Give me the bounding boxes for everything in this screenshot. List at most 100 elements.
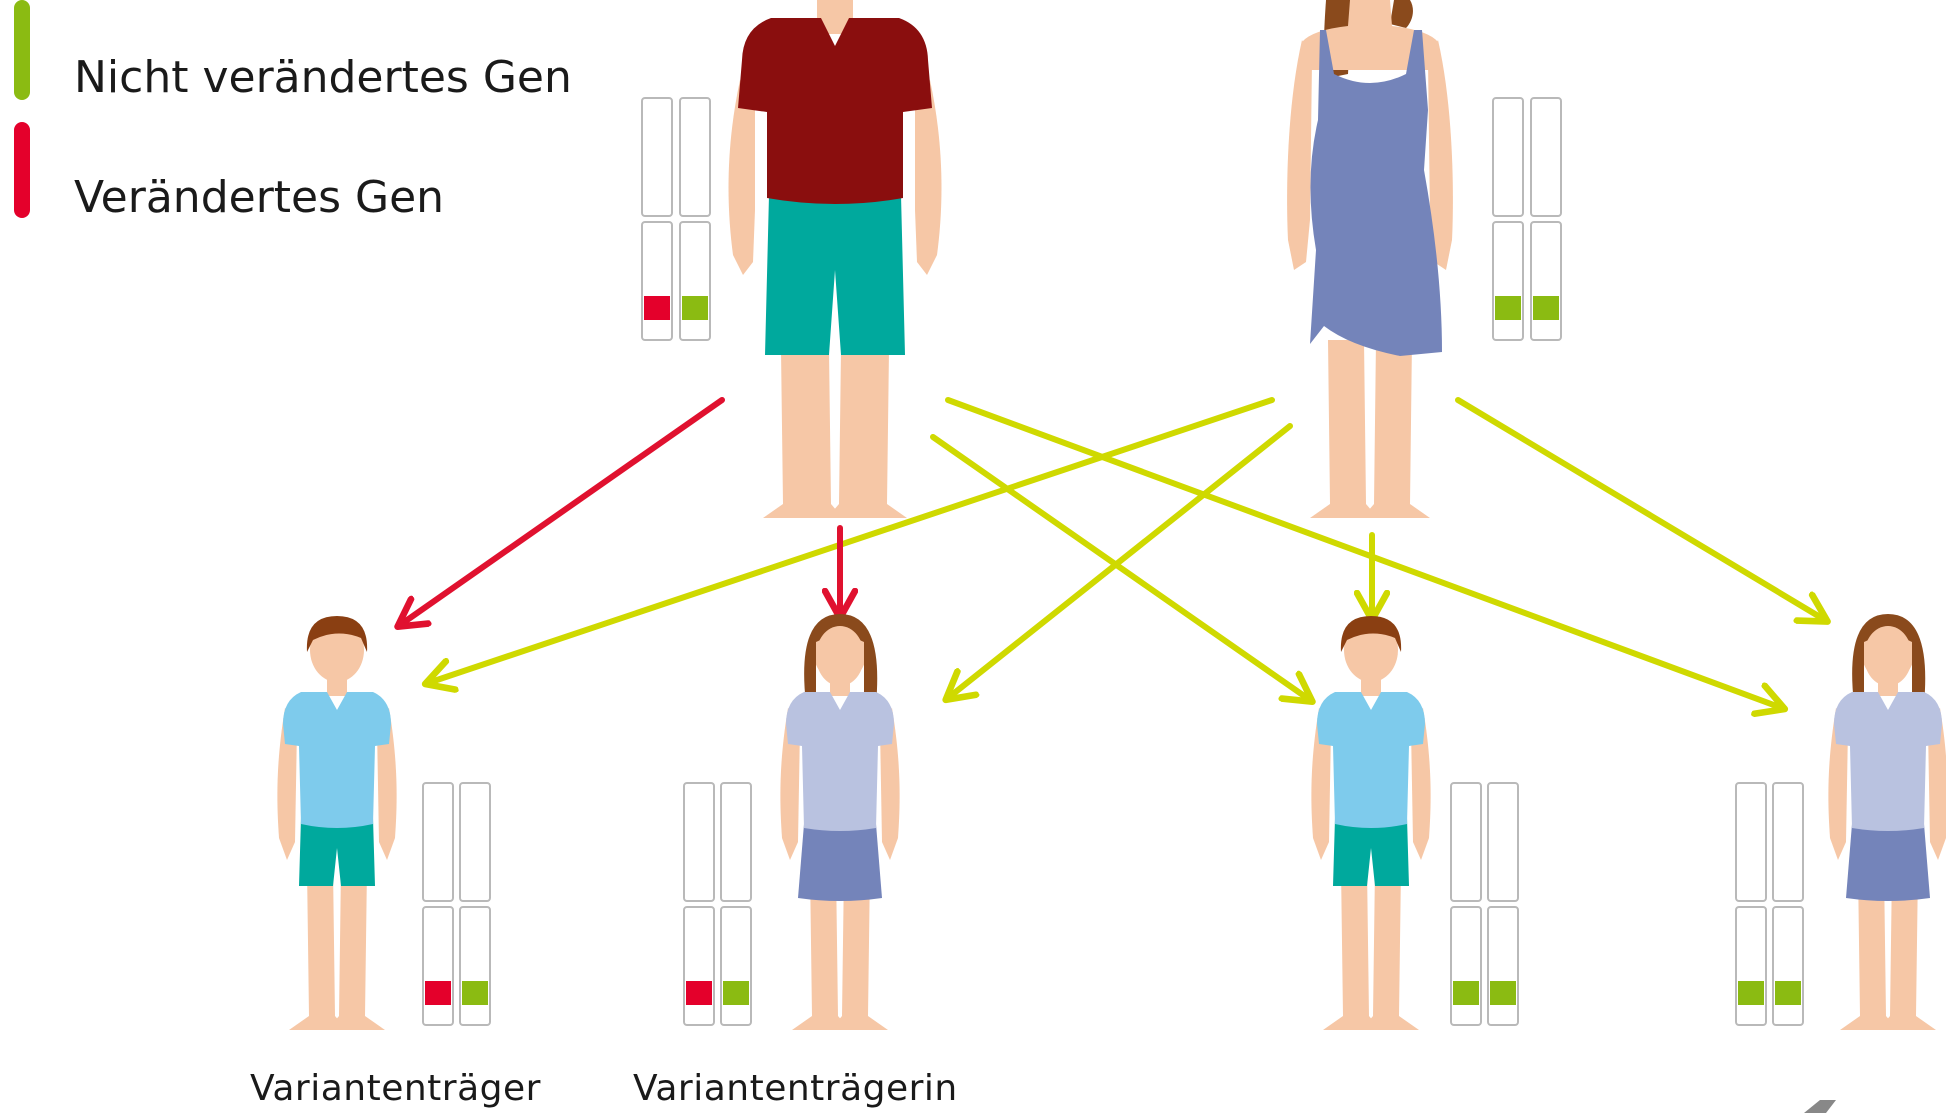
child1-chromosome-1-upper-arm: [422, 782, 454, 902]
left-leg: [1310, 340, 1378, 518]
child2-face: [816, 626, 864, 686]
arrow-mother-to-child2: [948, 423, 1293, 698]
child4-chromosome-pair: [1735, 782, 1804, 1026]
child3-chromosome-2-upper-arm: [1487, 782, 1519, 902]
right-leg: [1362, 340, 1430, 518]
father-left-arm: [728, 80, 755, 275]
chromosome-pairs: [422, 97, 1804, 1026]
child2-chromosome-pair: [683, 782, 752, 1026]
child4-shirt: [1834, 692, 1942, 831]
child3-shorts: [1333, 818, 1409, 886]
child2-shirt: [786, 692, 894, 831]
child2-chromosome-1-lower-arm: [683, 906, 715, 1026]
child1-chromosome-1-lower-arm: [422, 906, 454, 1026]
child1-chromosome-pair: [422, 782, 491, 1026]
child1-figure: [277, 616, 397, 1030]
arrow-father-to-child4: [945, 397, 1782, 708]
child4-left-arm: [1828, 708, 1848, 860]
child4-skirt: [1846, 824, 1930, 901]
mother-chromosome-2-lower-arm: [1530, 221, 1562, 341]
child4-right-arm: [1928, 708, 1946, 860]
child3-figure: [1311, 616, 1431, 1030]
mother-gene-1-normal: [1495, 296, 1521, 320]
child2-skirt: [798, 824, 882, 901]
child3-right-arm: [1411, 708, 1431, 860]
logo-fragment: [1804, 1100, 1836, 1113]
child3-chromosome-pair: [1450, 782, 1519, 1026]
child4-figure: [1828, 614, 1946, 1030]
legend-normal-label: Nicht verändertes Gen: [74, 52, 572, 103]
mother-dress: [1310, 30, 1442, 356]
child2-gene-1-altered: [686, 981, 712, 1005]
child2-chromosome-2-lower-arm: [720, 906, 752, 1026]
child1-hair: [306, 616, 368, 652]
father-figure: [728, 0, 942, 518]
left-leg: [289, 868, 347, 1030]
child1-right-arm: [377, 708, 397, 860]
arrow-father-to-child1: [400, 397, 725, 625]
mother-chromosome-1-upper-arm: [1492, 97, 1524, 217]
left-leg: [792, 868, 850, 1030]
child3-gene-2-normal: [1490, 981, 1516, 1005]
father-chromosome-1-upper-arm: [641, 97, 673, 217]
left-leg: [1323, 868, 1381, 1030]
mother-right-arm: [1428, 40, 1453, 270]
right-leg: [830, 868, 888, 1030]
father-gene-2-normal: [682, 296, 708, 320]
arrow-father-to-child3: [930, 434, 1310, 700]
child2-right-arm: [880, 708, 900, 860]
child4-neck: [1878, 676, 1898, 696]
child2-neck: [830, 676, 850, 696]
child1-gene-1-altered: [425, 981, 451, 1005]
mother-hair-right: [1390, 0, 1413, 28]
legend-normal-swatch: [14, 0, 30, 100]
child4-gene-1-normal: [1738, 981, 1764, 1005]
child3-gene-1-normal: [1453, 981, 1479, 1005]
father-chromosome-2-upper-arm: [679, 97, 711, 217]
legend-altered-label: Verändertes Gen: [74, 172, 445, 223]
left-leg: [763, 350, 843, 518]
left-leg: [1840, 868, 1898, 1030]
child2-label: Variantenträgerin: [633, 1068, 958, 1109]
child1-chromosome-2-lower-arm: [459, 906, 491, 1026]
father-chromosome-2-lower-arm: [679, 221, 711, 341]
inheritance-arrows: [400, 397, 1825, 708]
child1-left-arm: [277, 708, 297, 860]
child2-chromosome-1-upper-arm: [683, 782, 715, 902]
child3-chromosome-1-lower-arm: [1450, 906, 1482, 1026]
father-shorts: [765, 195, 905, 355]
child1-neck: [327, 676, 347, 696]
child4-gene-2-normal: [1775, 981, 1801, 1005]
father-gene-1-altered: [644, 296, 670, 320]
mother-chromosome-pair: [1492, 97, 1562, 341]
mother-chromosome-2-upper-arm: [1530, 97, 1562, 217]
arrow-mother-to-child1: [428, 397, 1275, 683]
child2-figure: [780, 614, 900, 1030]
right-leg: [1361, 868, 1419, 1030]
mother-gene-2-normal: [1533, 296, 1559, 320]
right-leg: [1878, 868, 1936, 1030]
mother-shoulders: [1302, 0, 1438, 70]
father-chromosome-1-lower-arm: [641, 221, 673, 341]
child2-gene-2-normal: [723, 981, 749, 1005]
child3-left-arm: [1311, 708, 1331, 860]
child3-chromosome-2-lower-arm: [1487, 906, 1519, 1026]
mother-chromosome-1-lower-arm: [1492, 221, 1524, 341]
child4-face: [1864, 626, 1912, 686]
child3-hair: [1340, 616, 1402, 652]
child1-chromosome-2-upper-arm: [459, 782, 491, 902]
child1-shorts: [299, 818, 375, 886]
legend-altered-swatch: [14, 122, 30, 218]
child4-chromosome-1-lower-arm: [1735, 906, 1767, 1026]
child3-neck: [1361, 676, 1381, 696]
father-right-arm: [915, 80, 942, 275]
child3-chromosome-1-upper-arm: [1450, 782, 1482, 902]
child4-chromosome-2-upper-arm: [1772, 782, 1804, 902]
child4-chromosome-1-upper-arm: [1735, 782, 1767, 902]
figures: [277, 0, 1946, 1030]
mother-figure: [1287, 0, 1453, 518]
child4-chromosome-2-lower-arm: [1772, 906, 1804, 1026]
child1-gene-2-normal: [462, 981, 488, 1005]
